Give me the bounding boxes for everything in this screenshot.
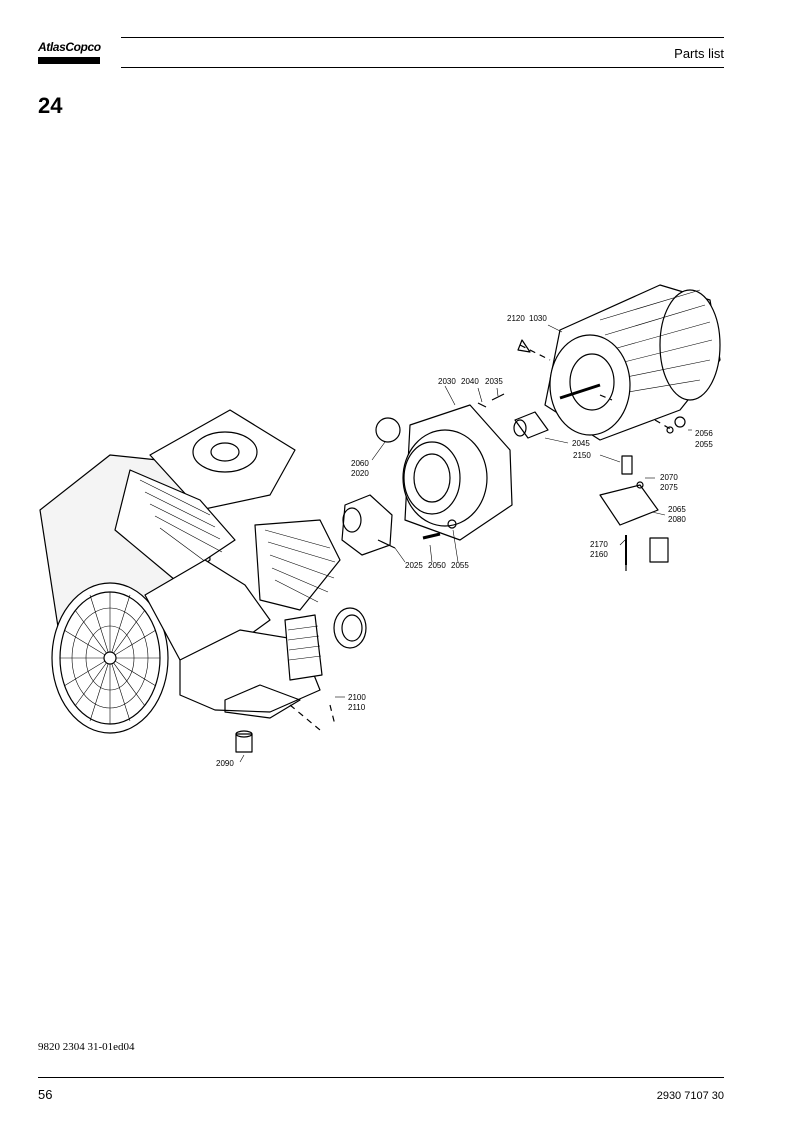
bolt-2040 xyxy=(477,402,487,408)
document-code: 9820 2304 31-01ed04 xyxy=(38,1041,135,1053)
item-label: 2055 xyxy=(451,561,469,570)
item-label: 2060 xyxy=(351,459,369,468)
section-number: 24 xyxy=(38,93,63,118)
item-label: 2100 xyxy=(348,693,366,702)
item-label: 2025 xyxy=(405,561,423,570)
item-label: 2075 xyxy=(660,483,678,492)
atlas-copco-logo: AtlasCopco xyxy=(38,36,101,68)
item-label: 2070 xyxy=(660,473,678,482)
item-labels: 2120 1030 2030 2040 2035 2060 2020 2045 … xyxy=(216,314,713,768)
item-label: 2170 xyxy=(590,540,608,549)
exploded-view-drawing: 2120 1030 2030 2040 2035 2060 2020 2045 … xyxy=(39,284,721,768)
washer-2055 xyxy=(447,519,457,529)
bolt-2025 xyxy=(377,539,396,549)
bolt-2050 xyxy=(422,532,441,540)
item-label: 2035 xyxy=(485,377,503,386)
item-label: 2120 xyxy=(507,314,525,323)
bolt-2035 xyxy=(491,393,505,401)
logo-bar xyxy=(38,57,100,64)
item-label: 2080 xyxy=(668,515,686,524)
motor-foot xyxy=(599,455,669,565)
footer-rule xyxy=(38,1077,724,1078)
header-rule-top xyxy=(121,37,724,38)
mounting-flange xyxy=(402,404,513,541)
compressor-assembly xyxy=(39,409,367,753)
coupling xyxy=(341,494,393,556)
document-part-number: 2930 7107 30 xyxy=(656,1090,724,1102)
header-title: Parts list xyxy=(674,46,724,61)
item-label: 2150 xyxy=(573,451,591,460)
item-label: 2065 xyxy=(668,505,686,514)
header-rule-bottom xyxy=(121,67,724,68)
logo-wordmark: AtlasCopco xyxy=(38,40,101,54)
item-label: 1030 xyxy=(529,314,547,323)
electric-motor xyxy=(517,284,721,441)
item-label: 2030 xyxy=(438,377,456,386)
item-label: 2056 xyxy=(695,429,713,438)
sleeve-2045 xyxy=(513,411,549,439)
item-label: 2090 xyxy=(216,759,234,768)
item-label: 2040 xyxy=(461,377,479,386)
page-number: 56 xyxy=(38,1087,53,1102)
item-label: 2160 xyxy=(590,550,608,559)
item-label: 2020 xyxy=(351,469,369,478)
item-label: 2050 xyxy=(428,561,446,570)
item-label: 2110 xyxy=(348,703,366,712)
item-label: 2045 xyxy=(572,439,590,448)
item-label: 2055 xyxy=(695,440,713,449)
cover-disc xyxy=(375,417,401,443)
